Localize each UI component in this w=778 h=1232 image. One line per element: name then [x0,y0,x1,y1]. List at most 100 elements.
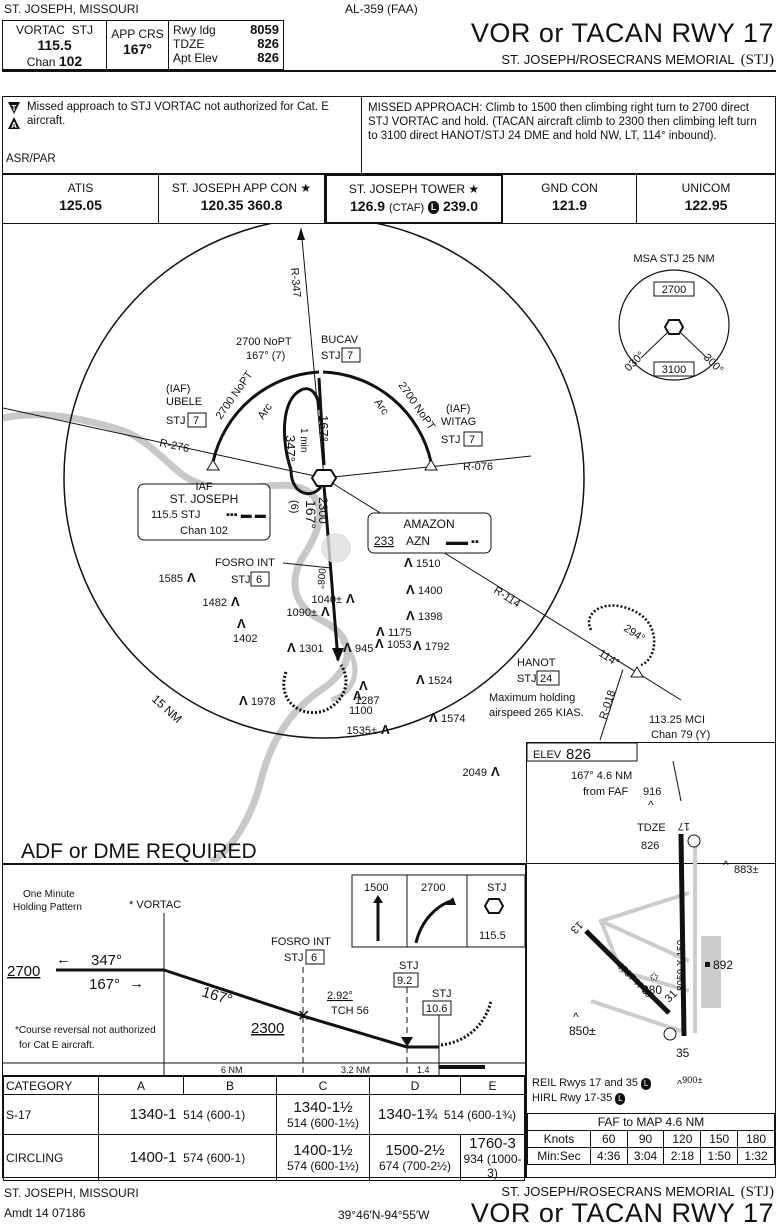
freq-value: 125.05 [59,197,102,213]
obstacle-label: 1792 [425,641,449,653]
faf-leader [672,760,682,802]
apt-elev-label: Apt Elev [173,51,218,65]
arrow-icon [332,648,344,662]
profile-descent-2 [302,1014,408,1049]
radial-r114-label: R-114 [491,584,522,610]
col-b: B [183,1076,277,1095]
obstacle-icon: Λ [287,640,296,655]
apt-elev-value: 826 [257,50,279,65]
freq-atis: ATIS 125.05 [3,175,159,223]
ubele-stj: STJ [166,415,186,427]
approach-light-icon [687,834,701,848]
dme-box [393,972,419,988]
freq-value: 121.9 [551,197,588,213]
msa-sector-line [640,332,668,359]
msa-vortac-icon [663,319,685,335]
obstacle-label: 1287 [355,695,379,707]
min-main: 1340-1¾ [378,1106,438,1123]
dme-arc-east [322,370,433,463]
col-a: A [98,1076,184,1095]
fosro-dme: 6 [256,574,262,586]
dist-2: 3.2 NM [341,1065,370,1075]
nopt-top-1: 2700 NoPT [236,336,292,348]
obstacle-icon: Λ [375,636,384,651]
runway-13-31 [584,929,671,1015]
iaf-witag-fix [424,459,438,471]
minimums-header-row: CATEGORY A B C D E [3,1076,525,1095]
radial-347 [300,227,325,479]
radial-276 [2,407,325,479]
hanot-inbound: 114° [596,647,621,669]
freq-value: 120.35 360.8 [200,197,283,213]
freq-tower: ST. JOSEPH TOWER ★ 126.9 (CTAF) L 239.0 [325,174,503,224]
obstacle-label: 1585 [159,573,183,585]
final-alt: 2300 [316,497,330,524]
hirl-text: HIRL Rwy 17-35 [532,1092,613,1104]
elev-value: 826 [566,746,591,763]
profile-106-stj: STJ [432,988,452,1000]
profile-descent-1 [163,968,304,1018]
time-cell: 4:36 [589,1147,628,1165]
rwy-dim-main: 8059 X 150 [676,939,687,991]
obstacle-icon: ^ [723,858,729,872]
msa-box-north [653,281,695,297]
col-c: C [276,1076,370,1095]
obstacle-icon: Λ [346,591,355,606]
profile-alt-2700: 2700 [7,963,40,980]
freq-label: UNICOM [681,181,731,195]
part-time-icon: L [615,1093,626,1105]
svg-text:A: A [11,121,17,130]
rwy-35-label: 35 [676,1046,690,1060]
app-crs-box: APP CRS 167° [107,21,169,69]
ring-label: 15 NM [149,692,185,726]
min-main: 1500-2½ [385,1142,445,1159]
profile-fosro-stj: STJ [284,952,304,964]
knots-cell: 60 [589,1130,628,1148]
briefing-strip: VORTAC STJ 115.5 Chan 102 APP CRS 167° R… [2,20,284,70]
ubele-label: UBELE [166,396,202,408]
obstacle-label: 1535± [346,725,377,737]
vdp-arrow-icon [401,1037,413,1047]
plan-view: 15 NM R-347 R-276 R-076 R-114 R-018 (IAF… [2,217,776,866]
profile-alt-2300: 2300 [251,1020,284,1037]
freq-value: 122.95 [684,197,728,213]
lighting-line-1: REIL Rwys 17 and 35 L [532,1076,652,1091]
missed-approach-profile [440,1000,493,1047]
obs-916: 916 [643,786,661,798]
airport-name: ST. JOSEPH/ROSECRANS MEMORIAL [501,52,735,67]
rwy-17-label: 17 [678,820,690,832]
building-icon [705,962,710,967]
obstacle-icon: Λ [237,616,246,631]
time-cell: 1:32 [737,1147,775,1165]
col-e: E [460,1076,525,1095]
knots-cell: 150 [700,1130,739,1148]
notes-section: T A Missed approach to STJ VORTAC not au… [2,96,776,174]
ma-icon-3-label: STJ [487,882,507,894]
dme-box [463,431,483,447]
minimums-table: CATEGORY A B C D E S-17 1340-1 514 (600-… [2,1076,526,1181]
adf-dme-required: ADF or DME REQUIRED [21,840,257,862]
tdze-value: 826 [257,36,279,51]
de-minimums: 1340-1¾ 514 (600-1¾) [369,1094,525,1135]
missed-approach-path [282,664,348,715]
dme-box [341,347,361,363]
part-time-icon: L [641,1078,652,1090]
app-crs-value: 167° [123,41,152,57]
min-main: 1400-1 [129,1149,177,1166]
obstacle-icon: Λ [404,555,413,570]
msa-circle [618,269,730,381]
freq-gnd-con: GND CON 121.9 [503,175,637,223]
time-cell: 2:18 [663,1147,702,1165]
dme-box [422,1000,452,1016]
col-d: D [369,1076,461,1095]
vortac-icon [483,898,505,914]
witag-iaf-label: (IAF) [446,403,470,415]
minimums: CATEGORY A B C D E S-17 1340-1 514 (600-… [3,1076,525,1181]
vortac-name: ST. JOSEPH [170,492,239,506]
profile-view: One Minute Holding Pattern * VORTAC 2700… [2,864,526,1077]
time-cell: 3:04 [626,1147,665,1165]
elev-label: ELEV [533,749,562,761]
time-row: Min:Sec 4:36 3:04 2:18 1:50 1:32 [527,1147,775,1165]
obstacle-label: 1090± [286,607,317,619]
ubele-dme: 7 [193,415,199,427]
